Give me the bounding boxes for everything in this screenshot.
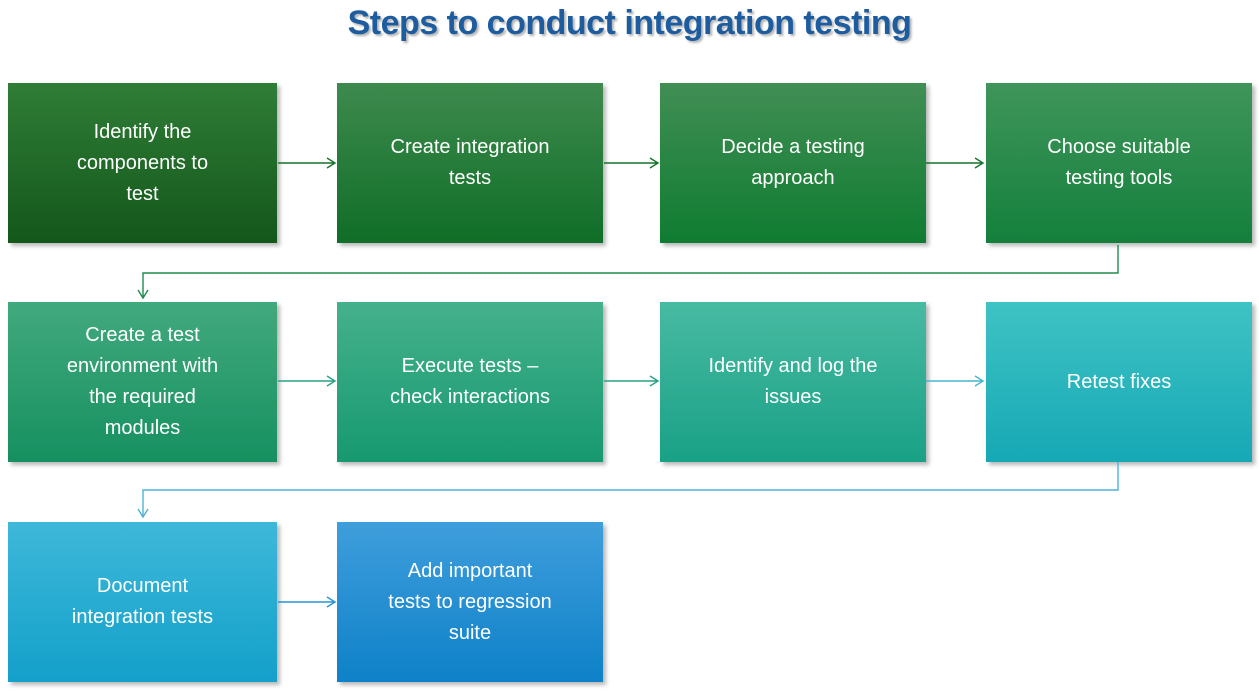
step-label: Choose suitable testing tools: [1047, 136, 1191, 189]
step-label: Execute tests – check interactions: [389, 355, 551, 408]
wrap-connector-down-icon: [137, 462, 1119, 519]
step-box-add-tests-regression-suite: Add important tests to regression suite: [337, 522, 603, 682]
step-box-decide-testing-approach: Decide a testing approach: [660, 83, 926, 243]
step-box-choose-testing-tools: Choose suitable testing tools: [986, 83, 1252, 243]
step-label: Identify the components to test: [76, 120, 209, 205]
step-box-create-test-environment: Create a test environment with the requi…: [8, 302, 277, 462]
step-label: Retest fixes: [1066, 370, 1172, 393]
arrow-right-icon: [604, 157, 660, 169]
step-label: Identify and log the issues: [708, 355, 878, 408]
arrow-right-icon: [278, 596, 337, 608]
arrow-right-icon: [926, 157, 985, 169]
step-label: Document integration tests: [71, 575, 214, 628]
step-box-identify-components: Identify the components to test: [8, 83, 277, 243]
step-box-document-integration-tests: Document integration tests: [8, 522, 277, 682]
arrow-right-icon: [926, 375, 985, 387]
arrow-right-icon: [278, 375, 337, 387]
step-box-create-integration-tests: Create integration tests: [337, 83, 603, 243]
step-box-identify-log-issues: Identify and log the issues: [660, 302, 926, 462]
step-box-retest-fixes: Retest fixes: [986, 302, 1252, 462]
wrap-connector-down-icon: [137, 245, 1119, 300]
step-label: Add important tests to regression suite: [388, 559, 552, 644]
arrow-right-icon: [604, 375, 660, 387]
step-label: Create integration tests: [390, 136, 550, 189]
diagram-title: Steps to conduct integration testing: [347, 4, 912, 42]
step-label: Decide a testing approach: [721, 136, 865, 189]
step-label: Create a test environment with the requi…: [66, 324, 219, 439]
step-box-execute-tests: Execute tests – check interactions: [337, 302, 603, 462]
arrow-right-icon: [278, 157, 337, 169]
